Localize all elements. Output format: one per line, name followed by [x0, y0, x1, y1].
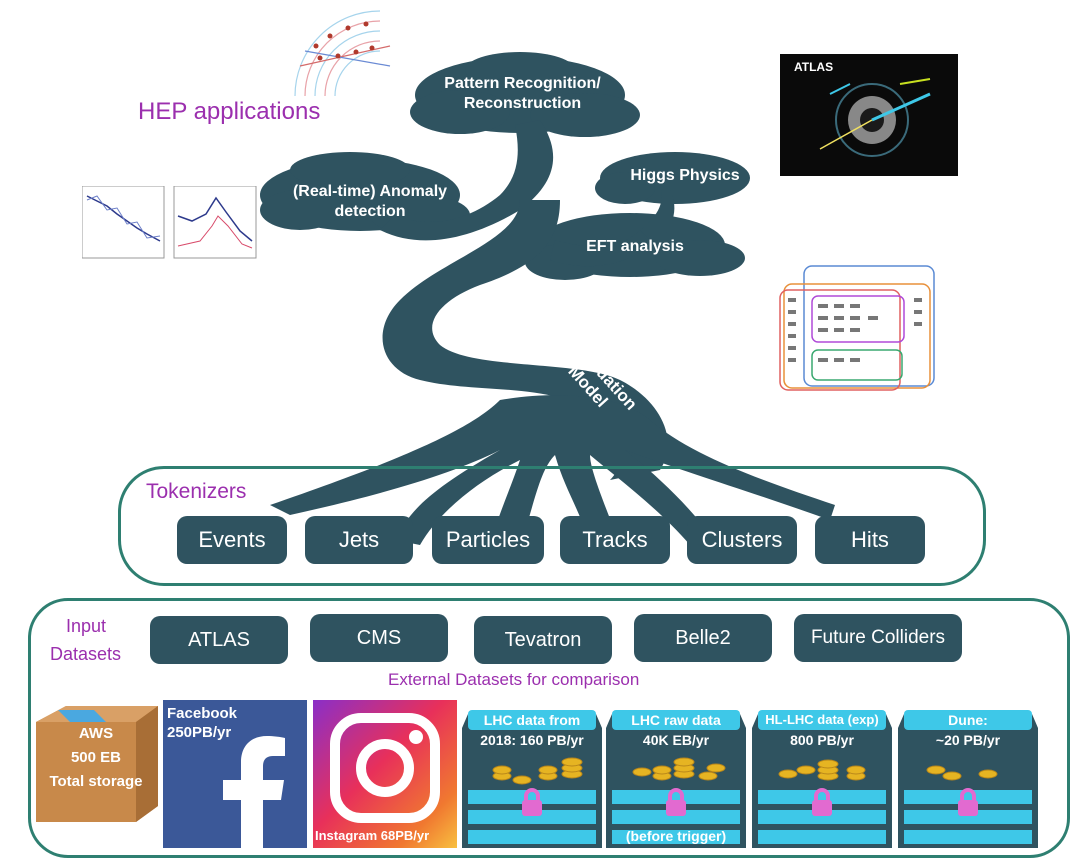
chest-3-sub: ~20 PB/yr — [935, 732, 1001, 748]
tokenizers-label: Tokenizers — [146, 480, 247, 503]
instagram-icon — [330, 713, 440, 823]
chest-lhc-2018: LHC data from 2018: 160 PB/yr — [462, 704, 602, 848]
tokenizers-frame — [118, 466, 986, 586]
branch-higgs-physics: Higgs Physics — [630, 167, 740, 184]
facebook-title: Facebook — [167, 705, 238, 722]
input-datasets-label-2: Datasets — [50, 644, 122, 664]
chest-3-title: Dune: — [904, 710, 1032, 730]
token-events: Events — [177, 516, 287, 564]
token-hits: Hits — [815, 516, 925, 564]
instagram-card: Instagram 68PB/yr — [313, 700, 457, 848]
facebook-card: Facebook 250PB/yr — [163, 700, 307, 848]
instagram-rate: Instagram 68PB/yr — [315, 828, 430, 843]
token-particles: Particles — [432, 516, 544, 564]
dataset-future-colliders: Future Colliders — [794, 614, 962, 662]
aws-desc: Total storage — [49, 773, 143, 790]
aws-card: AWS 500 EB Total storage — [36, 706, 158, 822]
chest-dune: Dune: ~20 PB/yr — [898, 704, 1038, 848]
input-datasets-label-1: Input — [66, 616, 107, 636]
chest-0-sub: 2018: 160 PB/yr — [480, 732, 584, 748]
aws-size: 500 EB — [70, 749, 122, 766]
branch-anomaly-detection: (Real-time) Anomaly detection — [292, 183, 448, 220]
mass-plots — [82, 186, 257, 259]
token-clusters: Clusters — [687, 516, 797, 564]
tracking-figure — [294, 10, 391, 97]
chest-1-sub: 40K EB/yr — [642, 732, 710, 748]
chest-0-title: LHC data from — [468, 710, 596, 730]
external-datasets-label: External Datasets for comparison — [388, 670, 640, 689]
facebook-rate: 250PB/yr — [167, 724, 232, 741]
chest-lhc-raw: LHC raw data 40K EB/yr (before trigger) — [606, 704, 746, 848]
dataset-belle2: Belle2 — [634, 614, 772, 662]
atlas-event-display: ATLAS — [780, 54, 958, 176]
chest-2-sub: 800 PB/yr — [790, 732, 854, 748]
branch-eft-analysis: EFT analysis — [586, 238, 684, 255]
chest-2-title: HL-LHC data (exp) — [758, 710, 886, 730]
dataset-tevatron: Tevatron — [474, 616, 612, 664]
chest-1-note: (before trigger) — [625, 828, 727, 844]
facebook-icon — [223, 736, 285, 848]
aws-title: AWS — [78, 725, 114, 742]
dataset-cms: CMS — [310, 614, 448, 662]
token-jets: Jets — [305, 516, 413, 564]
chest-hl-lhc: HL-LHC data (exp) 800 PB/yr — [752, 704, 892, 848]
atlas-logo: ATLAS — [794, 60, 834, 74]
chest-1-title: LHC raw data — [612, 710, 740, 730]
datasets-frame — [28, 598, 1070, 858]
token-tracks: Tracks — [560, 516, 670, 564]
hep-applications-label: HEP applications — [138, 98, 321, 125]
eft-operator-sets — [779, 265, 935, 391]
dataset-atlas: ATLAS — [150, 616, 288, 664]
branch-pattern-recognition: Pattern Recognition/ Reconstruction — [444, 75, 601, 112]
